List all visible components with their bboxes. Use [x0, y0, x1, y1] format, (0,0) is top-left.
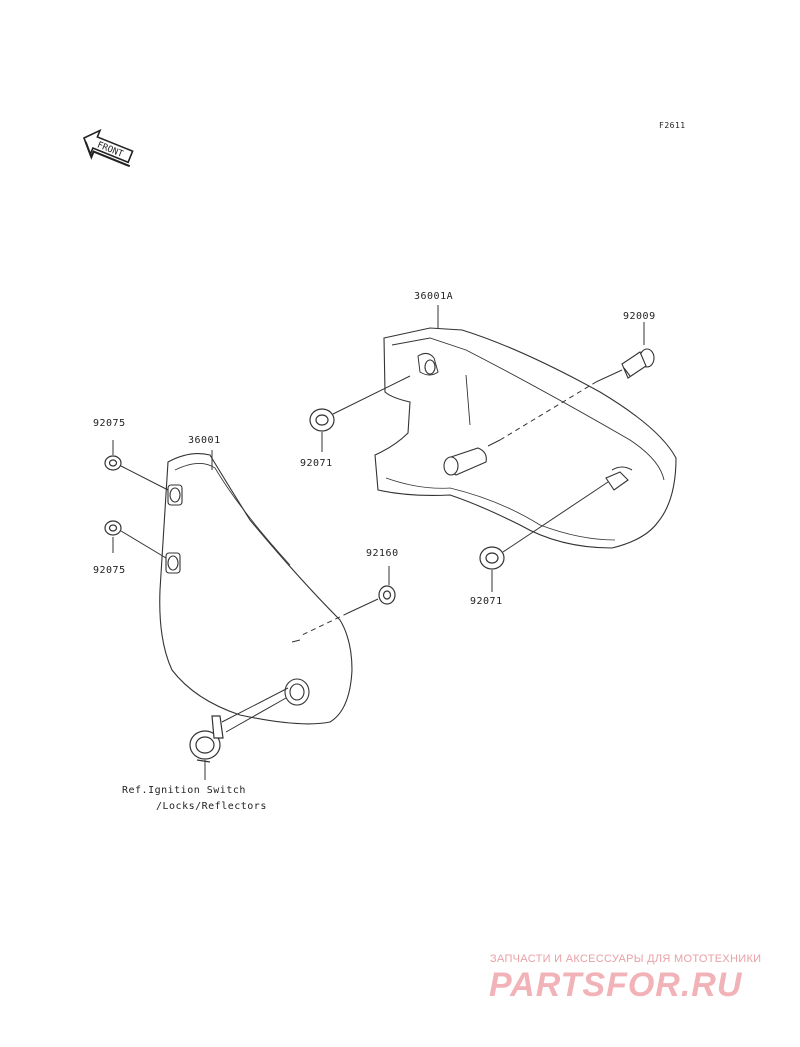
bolt-92009	[621, 348, 655, 379]
part-label-92071-upper: 92071	[300, 458, 333, 469]
reference-note-line2: /Locks/Reflectors	[156, 801, 267, 812]
grommet-92160	[378, 585, 396, 605]
ignition-lock-icon	[189, 715, 224, 763]
side-cover-left	[159, 453, 353, 725]
watermark-tagline: ЗАПЧАСТИ И АКСЕССУАРЫ ДЛЯ МОТОТЕХНИКИ	[490, 953, 762, 965]
side-cover-right	[374, 327, 677, 549]
watermark-brand: PARTSFOR.RU	[489, 966, 743, 1004]
damper-92075-bottom	[104, 520, 122, 536]
reference-note-line1: Ref.Ignition Switch	[122, 785, 246, 796]
part-label-36001A: 36001A	[414, 291, 454, 302]
part-label-92075-bottom: 92075	[93, 565, 126, 576]
part-label-92075-top: 92075	[93, 418, 126, 429]
part-label-92160: 92160	[366, 548, 399, 559]
part-label-36001: 36001	[188, 435, 221, 446]
leader-lines	[112, 305, 645, 780]
figure-code: F2611	[659, 121, 686, 130]
part-label-92071-lower: 92071	[470, 596, 503, 607]
grommet-92071-upper	[309, 408, 335, 432]
part-label-92009: 92009	[623, 311, 656, 322]
dashed-lines	[299, 381, 597, 637]
front-arrow-icon: FRONT	[82, 128, 134, 168]
damper-92075-top	[104, 455, 122, 471]
grommet-92071-lower	[479, 546, 505, 570]
